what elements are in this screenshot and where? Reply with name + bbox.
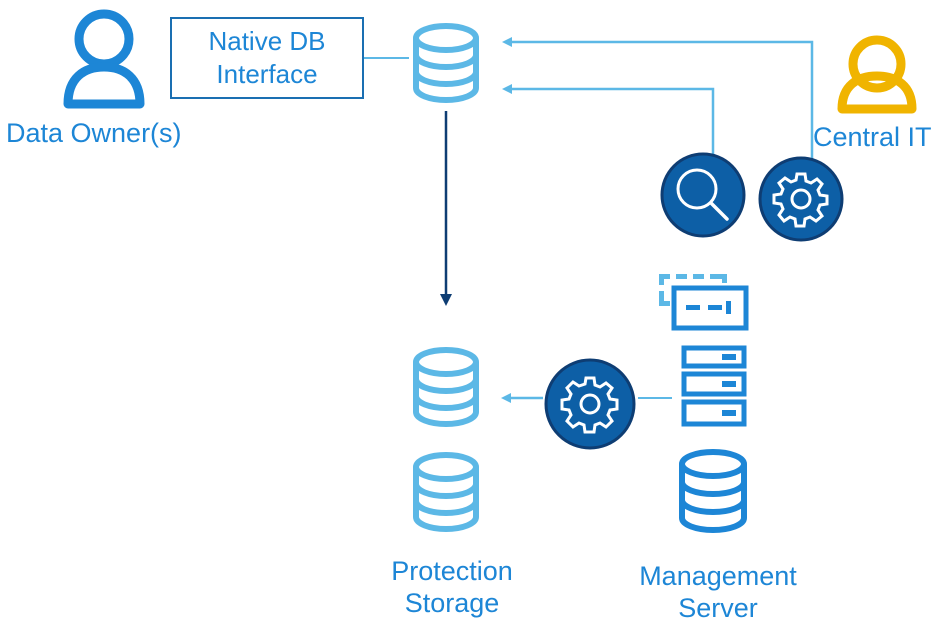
protection-database-upper-icon — [413, 347, 479, 427]
virtual-machine-icon — [659, 274, 749, 331]
protection-storage-label: Protection Storage — [362, 555, 542, 619]
management-label-line2: Server — [678, 593, 758, 620]
central-it-user-icon — [837, 35, 917, 114]
central-it-label: Central IT — [813, 122, 932, 152]
management-database-icon — [679, 449, 747, 533]
search-icon — [660, 152, 746, 238]
search-query-arrow — [502, 84, 715, 160]
central-it-gear-icon — [758, 156, 844, 242]
management-server-label: Management Server — [608, 560, 828, 620]
protection-label-line2: Storage — [404, 588, 500, 618]
protection-database-lower-icon — [413, 452, 479, 532]
native-db-interface-label: Native DB Interface — [208, 25, 325, 91]
server-icon — [681, 345, 747, 427]
native-db-label-line1: Native DB — [208, 26, 326, 56]
central-it-config-arrow — [502, 37, 814, 160]
native-db-interface-box: Native DB Interface — [170, 17, 364, 99]
management-label-line1: Management — [639, 561, 797, 591]
connectors — [364, 37, 814, 403]
native-db-label-line2: Interface — [216, 59, 318, 89]
primary-database-icon — [413, 23, 479, 103]
management-gear-icon — [544, 358, 636, 450]
data-owner-user-icon — [63, 9, 145, 109]
protection-label-line1: Protection — [391, 556, 513, 586]
data-owner-label: Data Owner(s) — [6, 118, 182, 148]
